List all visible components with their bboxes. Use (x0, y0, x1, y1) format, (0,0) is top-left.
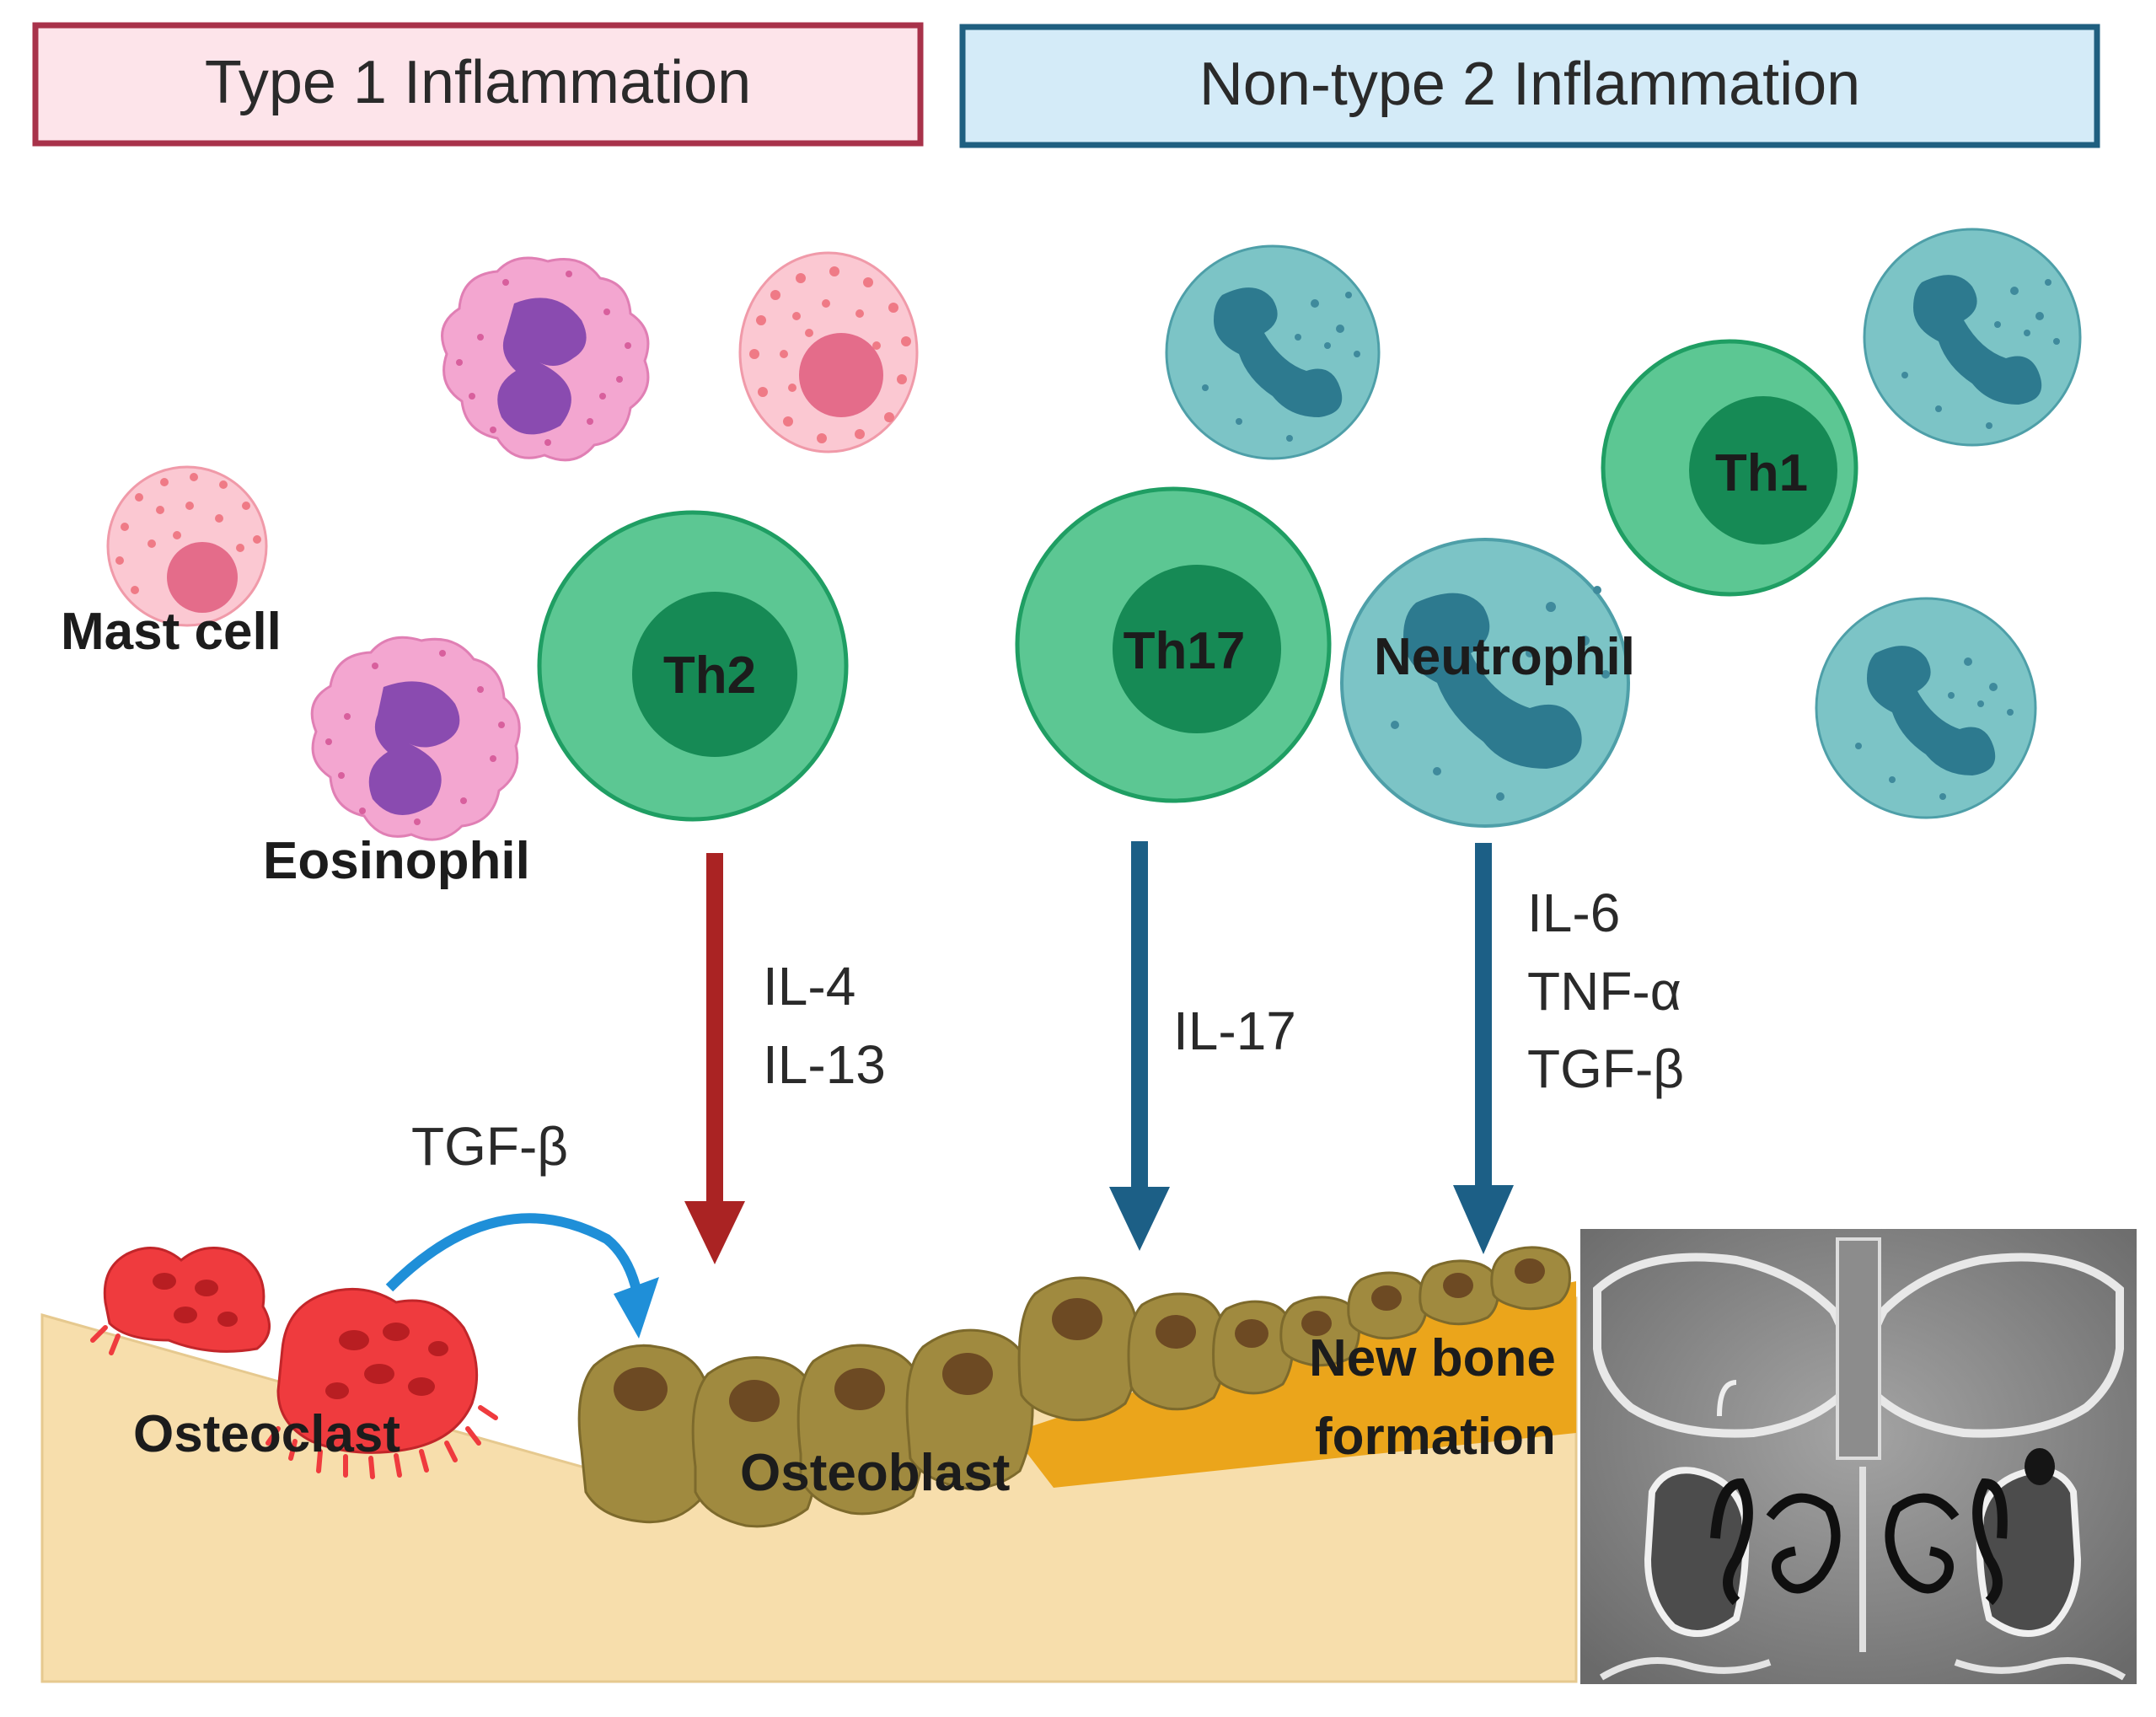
eosinophil-cell-top (441, 256, 650, 462)
cytokine-il4: IL-4 (763, 956, 855, 1017)
th2-arrow (684, 853, 745, 1264)
osteoclast-label: Osteoclast (133, 1405, 400, 1463)
osteoclast-cells (90, 1246, 498, 1479)
eosinophil-label: Eosinophil (263, 832, 530, 890)
mast-cell-left (106, 465, 268, 627)
th2-cell (537, 510, 849, 822)
cytokine-il6: IL-6 (1527, 883, 1620, 943)
eosinophil-cell-bottom (310, 636, 521, 841)
neutrophil-cell-bottomright (1815, 597, 2037, 819)
nontype2-header-text: Non-type 2 Inflammation (1199, 51, 1860, 118)
ct-scan-image (1580, 1229, 2137, 1684)
mast-cell-label: Mast cell (61, 603, 282, 661)
cytokine-il13: IL-13 (763, 1034, 886, 1095)
th2-label: Th2 (663, 647, 756, 705)
neutrophil-label: Neutrophil (1374, 628, 1635, 686)
neutrophil-cell-topright (1863, 228, 2082, 447)
th1-label: Th1 (1715, 444, 1808, 502)
neutrophil-cell-central (1340, 538, 1630, 828)
th1-cell (1601, 339, 1858, 597)
neutrophil-arrow (1453, 843, 1514, 1254)
new-bone-label-line1: New bone (1309, 1329, 1556, 1387)
new-bone-layer (1011, 1281, 1576, 1488)
osteoclast-curved-arrow (385, 1213, 659, 1339)
th17-arrow (1109, 841, 1170, 1251)
neutrophil-cell-top (1165, 244, 1381, 460)
cytokine-il17: IL-17 (1173, 1001, 1296, 1061)
new-bone-label-line2: formation (1315, 1408, 1556, 1466)
type1-header: Type 1 Inflammation (32, 22, 924, 147)
cytokine-tgfb-neutrophil: TGF-β (1527, 1038, 1684, 1099)
cytokine-tgfb-osteoclast: TGF-β (411, 1116, 568, 1177)
cytokine-tnfa: TNF-α (1527, 961, 1681, 1022)
mast-cell-top (738, 251, 919, 453)
osteoblast-label: Osteoblast (740, 1444, 1010, 1502)
th17-cell (1015, 486, 1332, 803)
osteoblast-row (577, 1246, 1571, 1528)
nontype2-header: Non-type 2 Inflammation (959, 24, 2100, 148)
type1-header-text: Type 1 Inflammation (205, 49, 751, 116)
th17-label: Th17 (1124, 622, 1246, 680)
